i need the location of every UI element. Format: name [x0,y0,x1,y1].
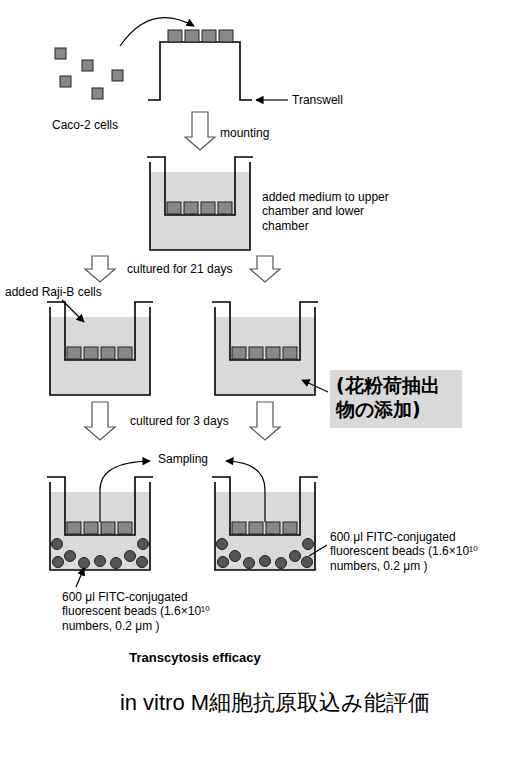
cell [249,522,263,534]
cell [232,522,246,534]
leader-arrow [256,99,288,100]
cell [101,522,115,534]
fluorescent-bead [53,557,64,568]
transwell-insert [147,157,253,215]
label: mounting [220,126,269,140]
cell [55,48,66,59]
fluorescent-bead [230,551,241,562]
cell [167,202,181,214]
cell [118,347,132,359]
cell [184,202,198,214]
cell [185,30,199,42]
fluorescent-bead [244,558,255,569]
label: added Raji-B cells [5,285,102,299]
cell [219,30,233,42]
caption: in vitro M細胞抗原取込み能評価 [40,690,510,716]
cell [118,522,132,534]
cell [84,347,98,359]
label: Caco-2 cells [52,118,118,132]
fluorescent-bead [65,551,76,562]
leader-arrow [302,380,328,392]
cell [201,202,215,214]
transwell [148,42,252,100]
label: cultured for 3 days [130,414,229,428]
cell [168,30,182,42]
transwell-insert [212,302,318,360]
cell [283,347,297,359]
seeding-arrow [120,18,194,46]
label: cultured for 21 days [127,262,232,276]
label: Transwell [292,93,343,107]
process-arrow [250,256,280,282]
fluorescent-bead [276,558,287,569]
fluorescent-bead [138,539,149,550]
process-arrow [85,402,115,440]
note-text: (花粉荷抽出物の添加) [336,374,454,422]
cell [67,522,81,534]
cell [266,522,280,534]
label: added medium to upper chamber and lower … [262,190,402,233]
cell [82,60,93,71]
fluorescent-bead [302,557,313,568]
leader-arrow [76,568,84,587]
fluorescent-bead [95,556,106,567]
cell [266,347,280,359]
fluorescent-bead [218,557,229,568]
cell [60,76,71,87]
label: 600 μl FITC-conjugated fluorescent beads… [62,590,234,633]
process-arrow [250,402,280,440]
cell [232,347,246,359]
leader-line [309,545,327,556]
cell [67,347,81,359]
fluorescent-bead [111,558,122,569]
fluorescent-bead [290,551,301,562]
label: 600 μl FITC-conjugated fluorescent beads… [330,530,500,573]
cell [112,70,123,81]
process-arrow [185,112,215,150]
cell [249,347,263,359]
fluorescent-bead [137,557,148,568]
fluorescent-bead [52,539,63,550]
transwell-insert [47,302,153,360]
fluorescent-bead [125,551,136,562]
cell [283,522,297,534]
title: Transcytosis efficacy [90,650,300,666]
sampling-arrow [100,461,150,522]
sampling-arrow [226,461,265,522]
fluorescent-bead [303,539,314,550]
cell [84,522,98,534]
cell [101,347,115,359]
cell [202,30,216,42]
process-arrow [85,256,115,282]
leader-arrow [62,300,84,322]
note-box: (花粉荷抽出物の添加) [330,370,462,428]
cell [218,202,232,214]
fluorescent-bead [79,558,90,569]
label: Sampling [158,452,208,466]
cell [92,88,103,99]
fluorescent-bead [217,539,228,550]
fluorescent-bead [260,556,271,567]
